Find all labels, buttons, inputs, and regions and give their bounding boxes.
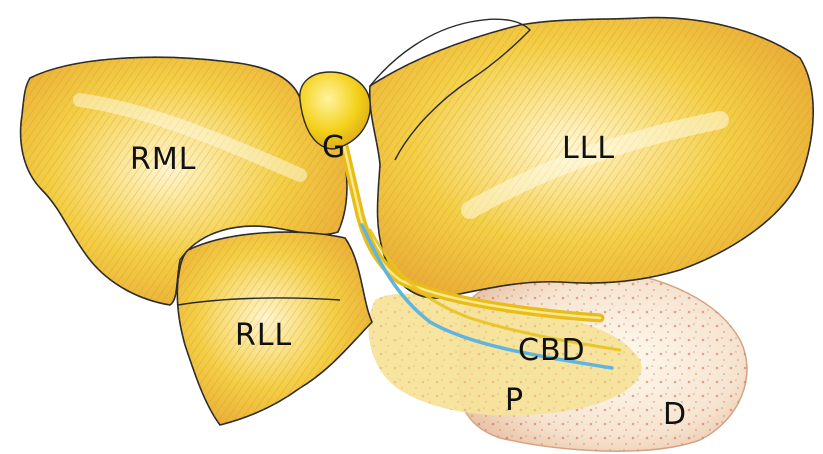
label-d: D	[663, 397, 687, 432]
label-rll: RLL	[235, 318, 292, 353]
label-rml: RML	[130, 142, 196, 177]
label-lll: LLL	[562, 131, 615, 166]
label-cbd: CBD	[518, 333, 586, 368]
label-g: G	[322, 130, 346, 165]
label-p: P	[505, 383, 524, 418]
